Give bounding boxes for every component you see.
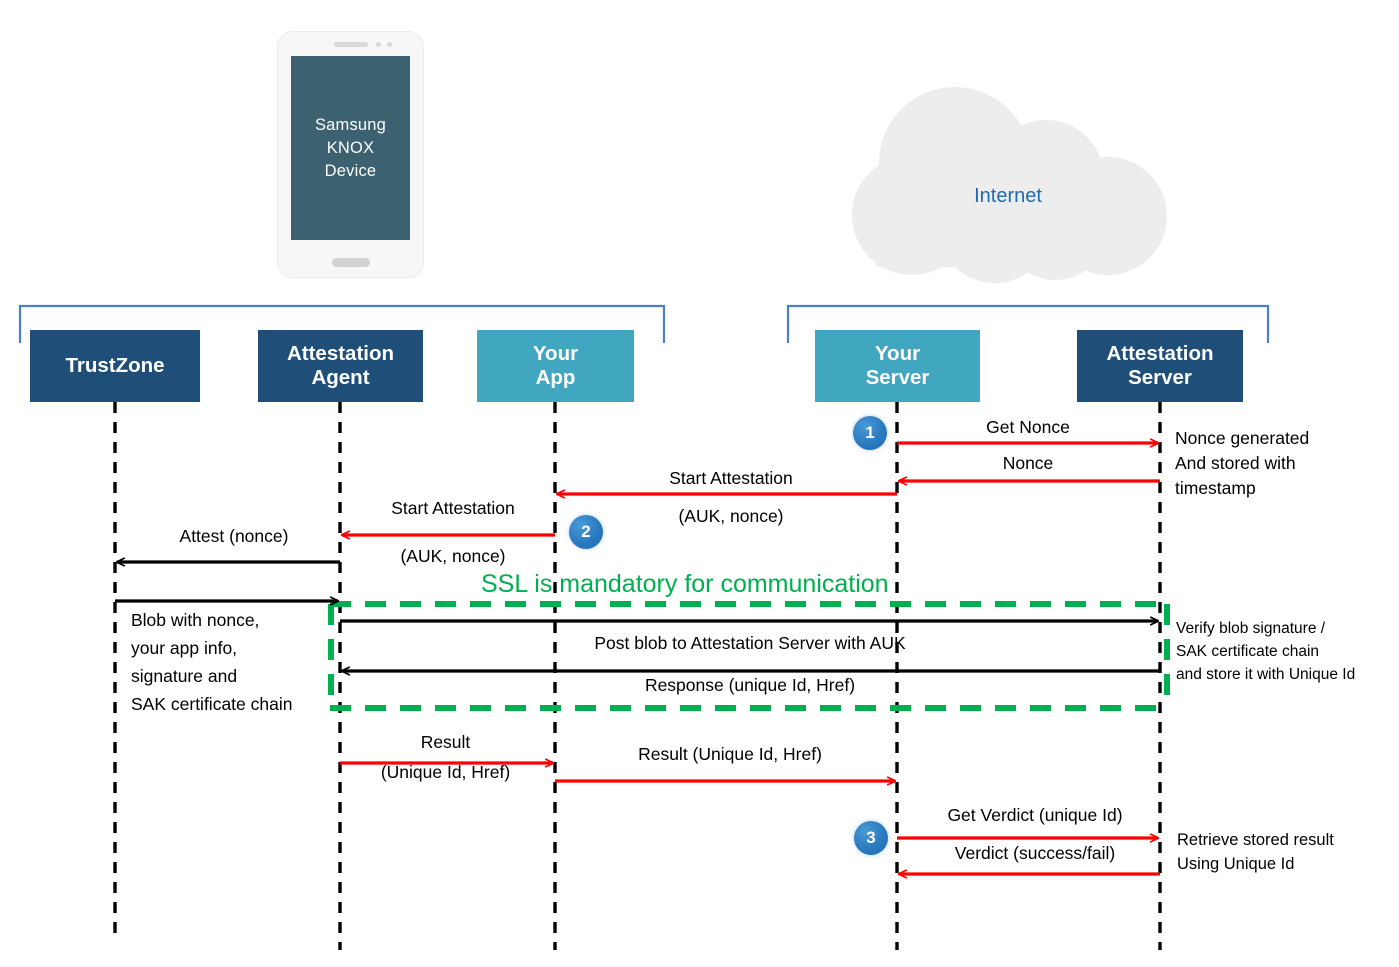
message-label-post-blob: Post blob to Attestation Server with AUK [594, 633, 906, 653]
message-label-response-unique-id: Response (unique Id, Href) [644, 675, 856, 695]
ssl-region-box [328, 601, 1170, 711]
annotation-verify-blob: Verify blob signature / SAK certificate … [1176, 617, 1398, 686]
device-group-bracket [18, 304, 666, 343]
samsung-knox-device-illustration: Samsung KNOX Device [277, 31, 424, 278]
actor-attestation-agent[interactable]: Attestation Agent [258, 330, 423, 402]
actor-trustzone-label: TrustZone [65, 354, 165, 377]
message-label-start-attestation-app-agent-sub: (AUK, nonce) [400, 546, 506, 566]
actor-attestation-server-label: Attestation Server [1106, 342, 1213, 390]
message-label-get-nonce: Get Nonce [986, 417, 1070, 437]
annotation-retrieve-result: Retrieve stored result Using Unique Id [1177, 828, 1392, 876]
internet-label: Internet [974, 185, 1042, 207]
annotation-blob-line-1: Blob with nonce, [131, 610, 260, 630]
step-badge-3: 3 [854, 821, 888, 855]
actor-your-app-line-2: App [535, 366, 576, 389]
annotation-blob-line-2: your app info, [131, 638, 238, 658]
annotation-blob-contents: Blob with nonce, your app info, signatur… [131, 606, 351, 718]
phone-speaker-icon [333, 42, 368, 47]
actor-attestation-agent-label: Attestation Agent [287, 342, 394, 390]
phone-screen: Samsung KNOX Device [291, 56, 410, 240]
step-badge-2: 2 [569, 515, 603, 549]
annotation-blob-line-4: SAK certificate chain [131, 694, 293, 714]
message-label-get-verdict: Get Verdict (unique Id) [947, 805, 1123, 825]
phone-home-button-icon [331, 258, 370, 267]
annotation-nonce-line-1: Nonce generated [1175, 428, 1310, 448]
phone-screen-line-2: KNOX [326, 138, 375, 157]
actor-your-server-line-1: Your [874, 342, 921, 365]
phone-screen-line-1: Samsung [314, 115, 387, 134]
annotation-retrieve-line-1: Retrieve stored result [1177, 831, 1334, 849]
phone-sensor-icon [376, 42, 381, 47]
message-label-verdict: Verdict (success/fail) [954, 843, 1116, 863]
phone-camera-icon [387, 42, 392, 47]
message-label-start-attestation-app-agent: Start Attestation [391, 498, 515, 518]
actor-your-server-label: Your Server [866, 342, 930, 390]
actor-your-server-line-2: Server [865, 366, 930, 389]
actor-attestation-server-line-2: Server [1128, 366, 1192, 389]
message-label-nonce: Nonce [1002, 453, 1054, 473]
actor-attestation-agent-line-2: Agent [311, 366, 370, 389]
actor-trustzone[interactable]: TrustZone [30, 330, 200, 402]
ssl-mandatory-note: SSL is mandatory for communication [481, 570, 889, 598]
annotation-verify-line-2: SAK certificate chain [1176, 643, 1320, 660]
message-label-start-attestation-server-app: Start Attestation [669, 468, 793, 488]
message-label-result-agent-app-sub: (Unique Id, Href) [380, 762, 511, 782]
step-badge-1: 1 [853, 416, 887, 450]
actor-your-app-line-1: Your [532, 342, 579, 365]
actor-attestation-server[interactable]: Attestation Server [1077, 330, 1243, 402]
annotation-verify-line-1: Verify blob signature / [1176, 620, 1326, 637]
network-group-bracket [786, 304, 1270, 343]
internet-cloud-icon [852, 87, 1167, 283]
message-label-attest-nonce: Attest (nonce) [179, 526, 289, 546]
actor-your-app-label: Your App [533, 342, 578, 390]
actor-your-server[interactable]: Your Server [815, 330, 980, 402]
annotation-retrieve-line-2: Using Unique Id [1177, 855, 1295, 873]
message-label-start-attestation-server-app-sub: (AUK, nonce) [678, 506, 784, 526]
annotation-verify-line-3: and store it with Unique Id [1176, 666, 1356, 683]
annotation-nonce-generated: Nonce generated And stored with timestam… [1175, 426, 1390, 501]
actor-your-app[interactable]: Your App [477, 330, 634, 402]
message-label-result-agent-app: Result [420, 732, 471, 752]
annotation-nonce-line-3: timestamp [1175, 478, 1256, 498]
actor-attestation-server-line-1: Attestation [1106, 342, 1214, 365]
actor-attestation-agent-line-1: Attestation [286, 342, 395, 365]
annotation-nonce-line-2: And stored with [1175, 453, 1296, 473]
message-label-result-app-server: Result (Unique Id, Href) [638, 744, 822, 764]
annotation-blob-line-3: signature and [131, 666, 238, 686]
phone-screen-line-3: Device [324, 161, 377, 180]
